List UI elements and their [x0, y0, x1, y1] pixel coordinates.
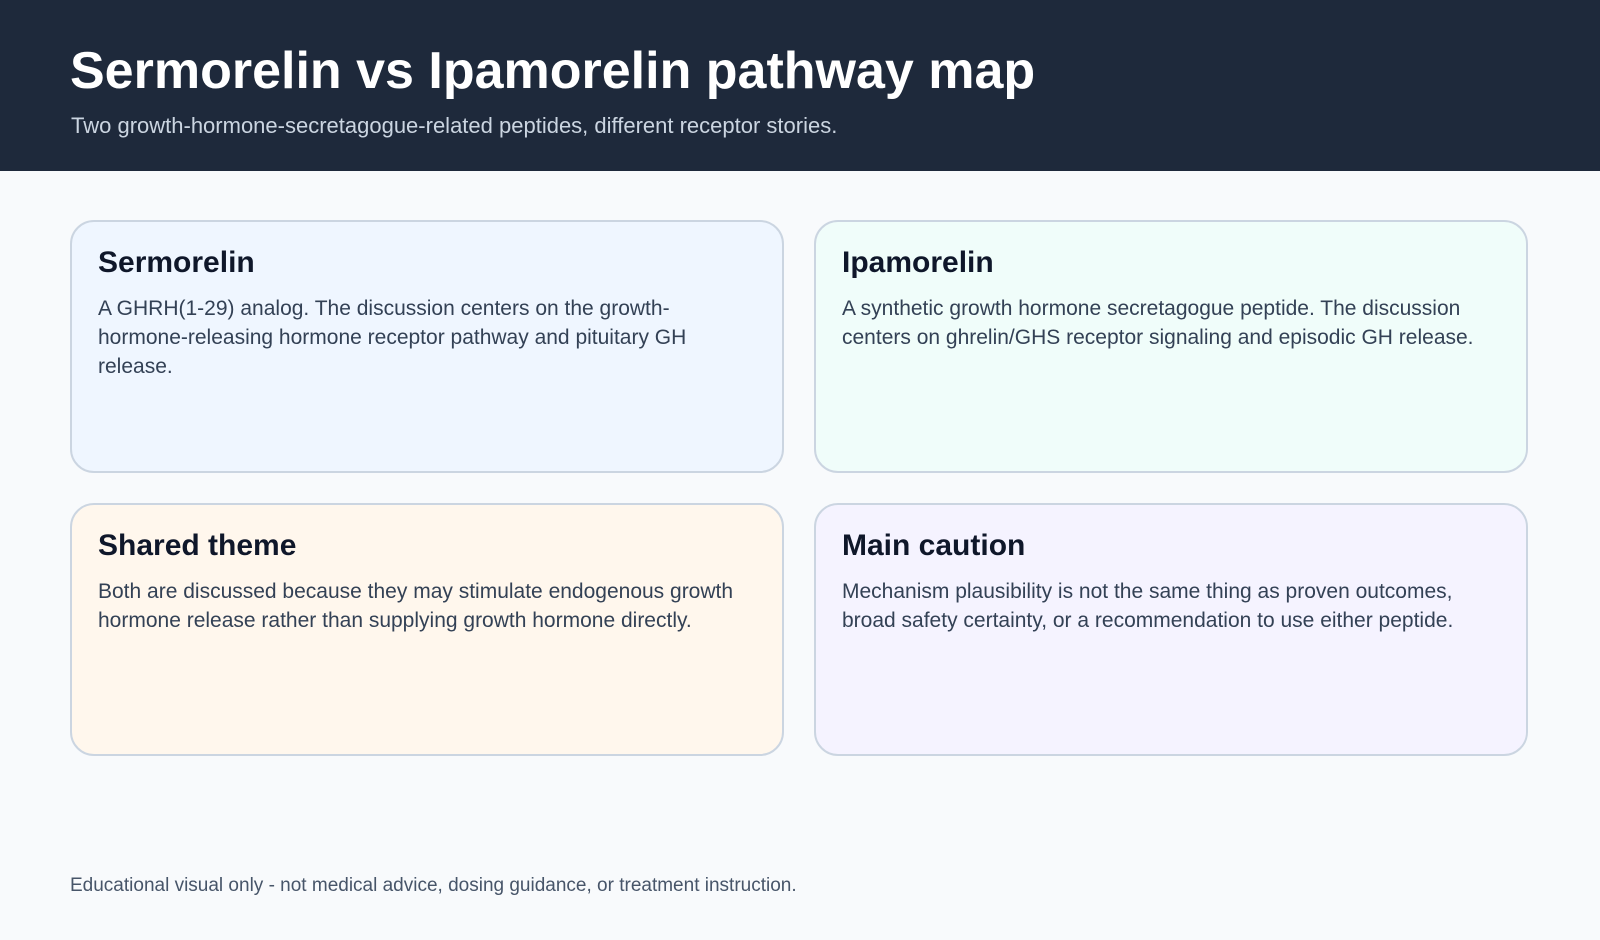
page-title: Sermorelin vs Ipamorelin pathway map: [70, 42, 1036, 100]
card-body: A GHRH(1-29) analog. The discussion cent…: [98, 297, 687, 378]
card-shared-theme: Shared theme Both are discussed because …: [70, 503, 784, 756]
card-ipamorelin: Ipamorelin A synthetic growth hormone se…: [814, 220, 1528, 473]
header-banner: Sermorelin vs Ipamorelin pathway map Two…: [0, 0, 1600, 171]
card-title: Main caution: [842, 529, 1026, 562]
card-body: Both are discussed because they may stim…: [98, 580, 734, 632]
card-body: A synthetic growth hormone secretagogue …: [842, 297, 1474, 349]
page-subtitle: Two growth-hormone-secretagogue-related …: [71, 113, 838, 138]
card-title: Sermorelin: [98, 246, 255, 279]
card-body: Mechanism plausibility is not the same t…: [842, 580, 1454, 632]
card-title: Shared theme: [98, 529, 297, 562]
card-sermorelin: Sermorelin A GHRH(1-29) analog. The disc…: [70, 220, 784, 473]
card-title: Ipamorelin: [842, 246, 994, 279]
footer-disclaimer: Educational visual only - not medical ad…: [70, 875, 797, 896]
card-main-caution: Main caution Mechanism plausibility is n…: [814, 503, 1528, 756]
